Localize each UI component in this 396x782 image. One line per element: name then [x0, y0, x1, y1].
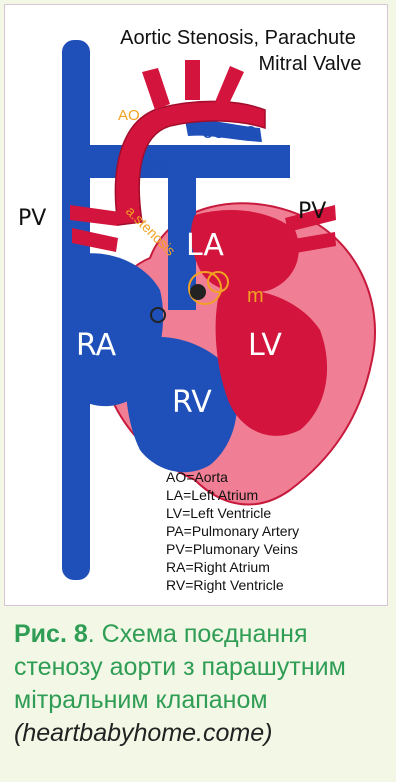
label-m: m	[247, 285, 264, 307]
legend-item: LA=Left Atrium	[166, 487, 258, 503]
legend-item: LV=Left Ventricle	[166, 505, 271, 521]
heart-diagram: Aortic Stenosis, Parachute Mitral Valve …	[0, 0, 396, 610]
diagram-title-line1: Aortic Stenosis, Parachute	[120, 27, 356, 49]
label-lv: LV	[248, 328, 282, 363]
label-pv-right: PV	[298, 199, 326, 224]
diagram-title-line2: Mitral Valve	[259, 53, 362, 75]
legend-item: PA=Pulmonary Artery	[166, 523, 299, 539]
label-rv: RV	[172, 385, 212, 420]
figure-caption: Рис. 8. Схема поєднання стенозу аорти з …	[14, 618, 384, 750]
caption-figure-number: Рис. 8	[14, 620, 88, 648]
legend-item: PV=Plumonary Veins	[166, 541, 298, 557]
papillary-muscle	[190, 284, 206, 300]
legend-item: RA=Right Atrium	[166, 559, 270, 575]
pulmonary-branches	[70, 145, 290, 178]
label-pv-left: PV	[18, 206, 46, 231]
caption-source: (heartbabyhome.come)	[14, 717, 384, 750]
legend-item: AO=Aorta	[166, 469, 228, 485]
label-ra: RA	[76, 328, 117, 363]
label-pa: PA	[146, 159, 173, 184]
label-ao: AO	[118, 107, 140, 124]
legend-item: RV=Right Ventricle	[166, 577, 284, 593]
label-coarc: coarc.	[202, 118, 262, 143]
label-la: LA	[186, 228, 224, 263]
